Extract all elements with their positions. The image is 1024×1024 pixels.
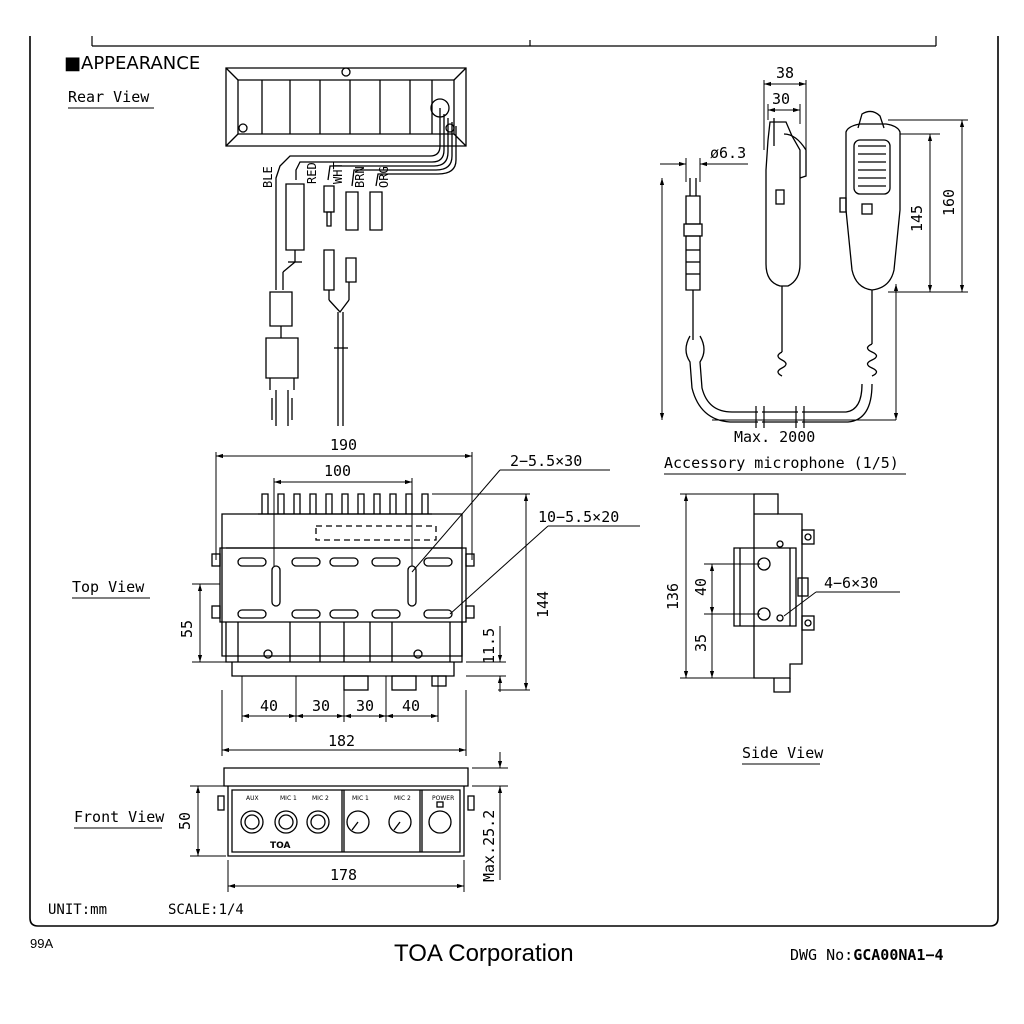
- dim-side-height: 136: [664, 583, 682, 610]
- dim-depth: 144: [534, 591, 552, 618]
- front-view-drawing: [217, 767, 475, 857]
- drawing-number-label: DWG No:: [790, 946, 854, 964]
- drawing-number-value: GCA00NA1−4: [853, 946, 944, 964]
- svg-text:BRN: BRN: [353, 166, 367, 188]
- dim-slot-a: 2−5.5×30: [510, 452, 582, 470]
- dim-side-hole-spacing: 40: [692, 578, 710, 596]
- front-view-dimension-lines: [190, 752, 508, 892]
- dim-cord-length: Max. 2000: [734, 428, 815, 446]
- dim-front-height: 50: [176, 812, 194, 830]
- dim-slot-b: 10−5.5×20: [538, 508, 619, 526]
- unit-note: UNIT:mm: [48, 902, 107, 918]
- front-panel-labels: AUX MIC 1 MIC 2 MIC 1 MIC 2 POWER TOA: [246, 795, 454, 851]
- brand-logo: TOA: [270, 841, 291, 851]
- dim-top-width: 190: [330, 436, 357, 454]
- dim-side-screw: 4−6×30: [824, 574, 878, 592]
- svg-text:Front View: Front View: [74, 808, 165, 826]
- top-view-label: Top View: [72, 578, 150, 599]
- dim-spacing-4: 40: [402, 697, 420, 715]
- side-view-label: Side View: [742, 744, 824, 765]
- rear-view-drawing: [225, 67, 467, 426]
- dim-front-max: Max.25.2: [480, 810, 498, 882]
- dim-side-hole-offset: 35: [692, 634, 710, 652]
- label-mic1b: MIC 1: [352, 795, 369, 802]
- section-title: ■APPEARANCE: [64, 53, 200, 74]
- cord-break-lines: [755, 406, 805, 428]
- rear-view-label: Rear View: [68, 88, 154, 109]
- label-mic2a: MIC 2: [312, 795, 329, 802]
- svg-text:ORG: ORG: [377, 166, 391, 188]
- svg-text:RED: RED: [305, 162, 319, 184]
- dim-spacing-3: 30: [356, 697, 374, 715]
- drawing-border: [29, 36, 999, 927]
- svg-text:WHT: WHT: [331, 162, 345, 184]
- cord-break-marks: [758, 406, 802, 428]
- dim-hole-offset: 55: [178, 620, 196, 638]
- dim-top-inner: 100: [324, 462, 351, 480]
- company-name: TOA Corporation: [394, 940, 574, 967]
- svg-text:Accessory microphone (1/5): Accessory microphone (1/5): [664, 454, 899, 472]
- front-view-label: Front View: [74, 808, 165, 829]
- drawing-number: DWG No:GCA00NA1−4: [790, 946, 944, 964]
- svg-text:Top View: Top View: [72, 578, 145, 596]
- label-mic2b: MIC 2: [394, 795, 411, 802]
- dim-mic-height-outer: 160: [940, 189, 958, 216]
- dim-mic-width-outer: 38: [776, 64, 794, 82]
- dim-front-width: 178: [330, 866, 357, 884]
- dim-bottom-width: 182: [328, 732, 355, 750]
- dim-spacing-2: 30: [312, 697, 330, 715]
- label-aux: AUX: [246, 795, 259, 802]
- dim-mic-width-inner: 30: [772, 90, 790, 108]
- svg-text:BLE: BLE: [261, 166, 275, 188]
- svg-text:Rear View: Rear View: [68, 88, 150, 106]
- top-view-dimension-lines: [192, 452, 640, 756]
- mic-dimension-lines: [659, 80, 968, 421]
- microphone-drawing: [683, 110, 901, 423]
- top-cut-line: [91, 36, 937, 47]
- dim-plug-diameter: ø6.3: [710, 144, 746, 162]
- dim-mic-height-inner: 145: [908, 205, 926, 232]
- wire-labels: BLE RED WHT BRN ORG: [261, 162, 391, 188]
- side-view-drawing: [733, 493, 815, 693]
- scale-note: SCALE:1/4: [168, 902, 244, 918]
- dim-front-offset: 11.5: [480, 628, 498, 664]
- footer-code: 99A: [30, 936, 54, 951]
- label-power: POWER: [432, 795, 454, 802]
- dim-spacing-1: 40: [260, 697, 278, 715]
- top-view-drawing: [211, 493, 475, 691]
- label-mic1a: MIC 1: [280, 795, 297, 802]
- svg-text:Side View: Side View: [742, 744, 824, 762]
- accessory-microphone-label: Accessory microphone (1/5): [664, 454, 906, 475]
- side-view-dimension-lines: [680, 493, 900, 679]
